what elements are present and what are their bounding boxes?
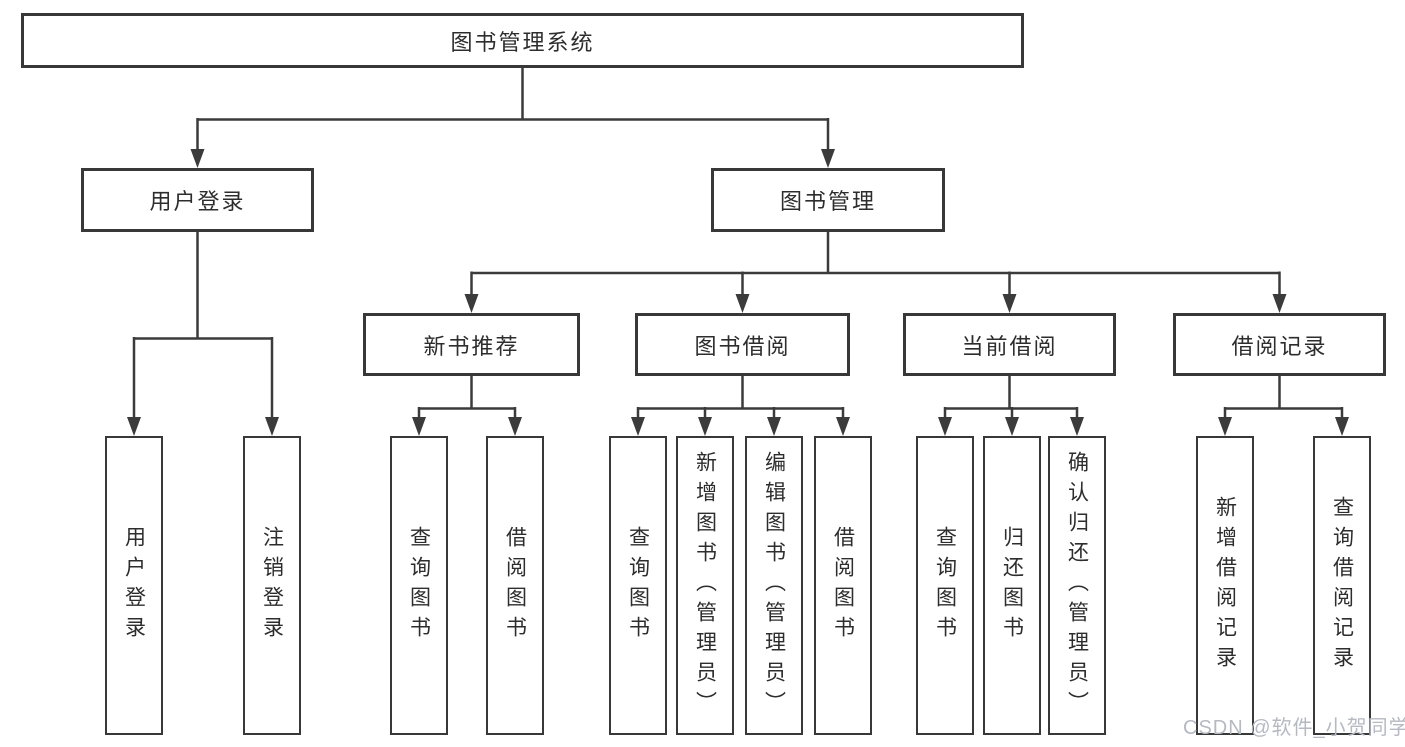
node-new-book-recommend: 新书推荐 xyxy=(363,313,580,376)
leaf-confirm-return-admin: 确认归还（管理员） xyxy=(1048,436,1106,735)
leaf-label: 借阅图书 xyxy=(831,525,855,646)
leaf-label: 查询借阅记录 xyxy=(1330,495,1354,676)
connector-stems xyxy=(132,67,1344,419)
leaf-query-books-recommend: 查询图书 xyxy=(390,436,448,735)
leaf-label: 查询图书 xyxy=(933,525,957,646)
leaf-label: 查询图书 xyxy=(407,525,431,646)
leaf-label: 新增借阅记录 xyxy=(1213,495,1237,676)
leaf-label: 借阅图书 xyxy=(503,525,527,646)
leaf-label: 新增图书（管理员） xyxy=(693,450,717,721)
leaf-label: 确认归还（管理员） xyxy=(1065,450,1089,721)
leaf-borrow-books-borrowing: 借阅图书 xyxy=(814,436,872,735)
leaf-label: 归还图书 xyxy=(1000,525,1024,646)
leaf-logout: 注销登录 xyxy=(243,436,301,735)
node-label: 图书借阅 xyxy=(694,333,791,359)
leaf-edit-book-admin: 编辑图书（管理员） xyxy=(745,436,803,735)
node-label: 新书推荐 xyxy=(423,333,520,359)
leaf-borrow-books-recommend: 借阅图书 xyxy=(486,436,544,735)
node-label: 当前借阅 xyxy=(961,333,1058,359)
leaf-label: 用户登录 xyxy=(122,525,146,646)
node-root-system: 图书管理系统 xyxy=(21,13,1024,68)
node-label: 图书管理 xyxy=(779,189,876,214)
node-root-label: 图书管理系统 xyxy=(450,29,595,55)
leaf-query-borrow-record: 查询借阅记录 xyxy=(1313,436,1371,735)
leaf-label: 查询图书 xyxy=(626,525,650,646)
leaf-query-books-current: 查询图书 xyxy=(916,436,974,735)
csdn-watermark: CSDN @软件_小贺同学 xyxy=(1183,717,1405,739)
leaf-add-borrow-record: 新增借阅记录 xyxy=(1196,436,1254,735)
leaf-label: 注销登录 xyxy=(260,525,284,646)
leaf-query-books-borrowing: 查询图书 xyxy=(609,436,667,735)
leaf-add-book-admin: 新增图书（管理员） xyxy=(676,436,734,735)
node-label: 用户登录 xyxy=(149,189,246,214)
leaf-return-book: 归还图书 xyxy=(983,436,1041,735)
node-user-login-branch: 用户登录 xyxy=(81,168,314,232)
node-book-management-branch: 图书管理 xyxy=(711,168,945,232)
node-borrowing-records: 借阅记录 xyxy=(1173,313,1386,376)
node-current-borrowing: 当前借阅 xyxy=(903,313,1116,376)
node-label: 借阅记录 xyxy=(1231,333,1328,359)
leaf-label: 编辑图书（管理员） xyxy=(762,450,786,721)
leaf-user-login: 用户登录 xyxy=(105,436,163,735)
node-book-borrowing: 图书借阅 xyxy=(635,313,850,376)
